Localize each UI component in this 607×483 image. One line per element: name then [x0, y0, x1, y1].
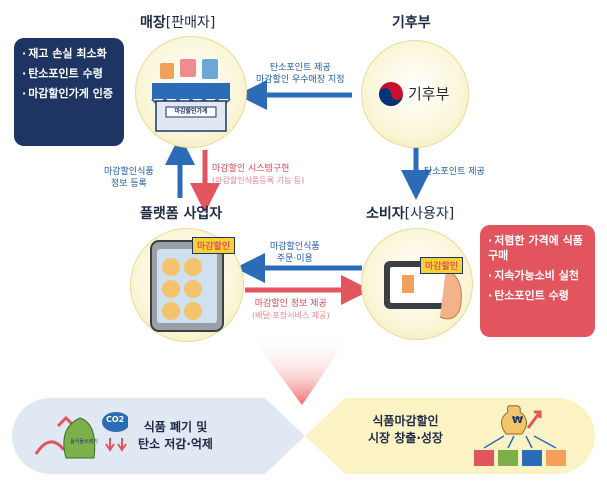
consumer-badge: 마감할인 — [420, 257, 464, 274]
platform-badge: 마감할인 — [192, 237, 236, 254]
ministry-circle: 기후부 — [361, 40, 469, 148]
outcome-right-text: 식품마감할인 시장 창출·성장 — [368, 414, 443, 445]
consumer-title-sub: [사용자] — [404, 206, 455, 222]
label-ministry-to-consumer: 탄소포인트 제공 — [424, 167, 485, 177]
consumer-benefit-item: 탄소포인트 수령 — [488, 288, 587, 303]
store-title: 매장[판매자] — [140, 12, 215, 32]
platform-title: 플랫폼 사업자 — [140, 206, 223, 222]
store-illustration — [151, 59, 231, 132]
outcome-left-text: 식품 폐기 및 탄소 저감·억제 — [138, 420, 213, 451]
convergence-cone — [250, 335, 350, 405]
consumer-benefits-box: 저렴한 가격에 식품 구매 지속가능소비 실천 탄소포인트 수령 — [480, 225, 595, 337]
store-title-main: 매장 — [140, 15, 166, 31]
store-benefit-item: 재고 손실 최소화 — [22, 46, 116, 61]
waste-bag-text: 음식물쓰레기 — [70, 439, 98, 445]
consumer-benefit-item: 저렴한 가격에 식품 구매 — [488, 233, 587, 263]
won-icon-text: ₩ — [512, 415, 524, 426]
label-store-to-platform: 마감할인 시스템구현 (마감할인식품등록 기능 등) — [212, 164, 305, 185]
label-consumer-to-platform: 마감할인식품 주문·이용 — [270, 242, 320, 264]
store-benefit-item: 마감할인가게 인증 — [22, 86, 116, 101]
consumer-title: 소비자[사용자] — [366, 203, 454, 223]
store-title-sub: [판매자] — [165, 15, 216, 31]
store-sign: 마감할인가게 — [174, 108, 208, 115]
label-ministry-to-store: 탄소포인트 제공 마감할인 우수매장 지정 — [256, 63, 345, 85]
co2-icon-text: CO2 — [106, 415, 125, 424]
store-benefit-item: 탄소포인트 수령 — [22, 66, 116, 81]
label-platform-to-store: 마감할인식품 정보 등록 — [104, 167, 154, 189]
tablet-illustration — [150, 240, 224, 332]
cake-icon — [180, 59, 196, 77]
consumer-benefit-item: 지속가능소비 실천 — [488, 268, 587, 283]
taeguk-logo-icon — [379, 82, 403, 106]
label-platform-to-consumer: 마감할인 정보 제공 (배달·포장서비스 제공) — [252, 299, 330, 320]
waste-co2-illustration — [34, 412, 128, 459]
store-benefits-box: 재고 손실 최소화 탄소포인트 수령 마감할인가게 인증 — [14, 38, 124, 146]
store-circle: 마감할인가게 — [135, 36, 247, 148]
ministry-title: 기후부 — [392, 15, 431, 31]
ministry-logo-text: 기후부 — [408, 85, 450, 103]
pizza-icon — [160, 63, 174, 79]
consumer-title-main: 소비자 — [366, 206, 405, 222]
market-growth-illustration — [474, 405, 566, 466]
bread-icon — [202, 59, 218, 79]
